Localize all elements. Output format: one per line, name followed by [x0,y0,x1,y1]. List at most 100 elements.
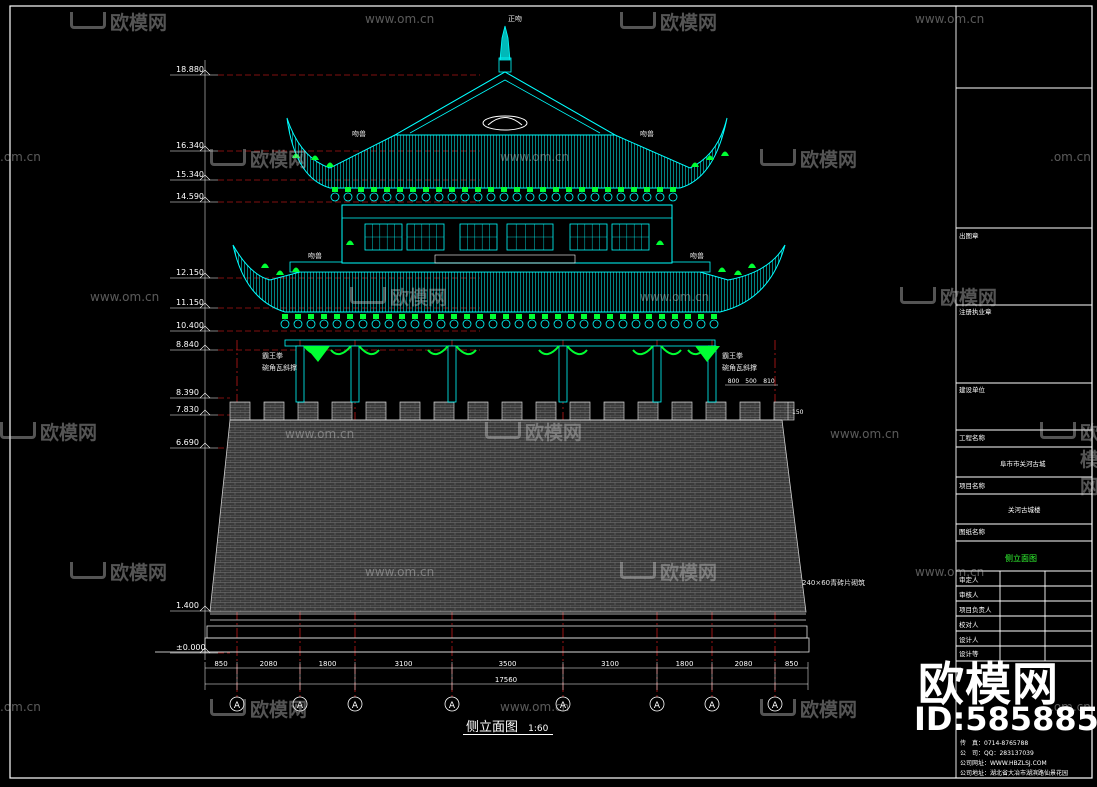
title-block [955,6,1092,778]
dougong [343,192,353,202]
column [558,345,568,403]
elevation-label: 8.390 [176,388,199,397]
bay-dimension: 3100 [395,660,413,668]
brand-watermark: 欧模网 [660,562,718,584]
merlon [399,401,421,421]
merlon [263,401,285,421]
dougong-block [412,314,418,319]
site-watermark: www.om.cn [500,700,570,714]
roof-beast [721,151,729,156]
bay-dimension: 2080 [735,660,753,668]
dougong-block [620,314,626,319]
dougong-block [529,314,535,319]
bracket [566,345,654,356]
bay-dimension: 1800 [319,660,337,668]
dougong [397,319,407,329]
dougong-block [464,314,470,319]
site-watermark: .om.cn [0,150,41,164]
dougong [462,319,472,329]
dougong-block [358,187,364,192]
dougong-block [503,314,509,319]
dougong [356,192,366,202]
merlon [603,401,625,421]
merlon [671,401,693,421]
roof-beast [261,263,269,268]
battlements [229,401,795,421]
dougong-block [384,187,390,192]
site-watermark: www.om.cn [365,12,435,26]
item-value: 关河古城楼 [1008,505,1041,514]
dougong [618,319,628,329]
dougong-block [579,187,585,192]
axis-bubble [767,696,783,712]
bay-dimension: 2080 [260,660,278,668]
axis-bubble [555,696,571,712]
roof-beast [734,270,742,275]
site-watermark: .om.cn [0,700,41,714]
dougong [644,319,654,329]
dougong [330,192,340,202]
dougong [605,319,615,329]
roof-beast [276,270,284,275]
project-label: 工程名称 [959,433,986,442]
axis-bubble [704,696,720,712]
merlon [331,401,353,421]
side-label: 碗角瓦斜撑 [262,364,297,372]
elevation-label: 6.690 [176,438,199,447]
dougong-block [633,314,639,319]
dougong-block [490,314,496,319]
brand-watermark: 欧模网 [660,12,718,34]
role-label: 项目负责人 [959,605,992,614]
sofa-icon [1040,422,1076,439]
dougong-block [308,314,314,319]
dougong [683,319,693,329]
dougong-block [345,187,351,192]
role-label: 校对人 [959,620,979,629]
dougong-block [462,187,468,192]
dougong-block [631,187,637,192]
dougong [616,192,626,202]
brand-watermark: 欧模网 [800,149,858,171]
bay-dimension: 850 [214,660,227,668]
dougong [551,192,561,202]
axis-bubble [292,696,308,712]
dougong [590,192,600,202]
dougong [447,192,457,202]
dougong-block [527,187,533,192]
dougong-block [605,187,611,192]
sofa-icon [760,699,796,716]
dougong-block [540,187,546,192]
dougong [579,319,589,329]
brand-watermark: 欧模网 [250,699,308,721]
side-label: 霸王拳 [722,352,743,360]
dougong-block [698,314,704,319]
brand-watermark: 欧模网 [1080,422,1097,498]
dougong-block [516,314,522,319]
dougong-block [282,314,288,319]
dougong-block [360,314,366,319]
roof-beasts [261,151,756,275]
dougong [395,192,405,202]
sofa-icon [210,149,246,166]
dougong-block [397,187,403,192]
dougong [306,319,316,329]
dougong-block [488,187,494,192]
project-value: 阜市市关河古城 [1000,459,1046,468]
drawing-scale: 1:60 [528,724,549,734]
merlon [297,401,319,421]
dougong [460,192,470,202]
top-dimension: 500 [745,378,757,385]
dougong-block [568,314,574,319]
sofa-icon [485,422,521,439]
side-label: 吻兽 [690,252,704,260]
merlon [229,401,251,421]
sheet-border [9,5,1093,779]
dougong-block [670,187,676,192]
dougong-block [332,187,338,192]
brand-watermark: 欧模网 [390,287,448,309]
column [350,345,360,403]
dougong-block [501,187,507,192]
elevation-label: 16.340 [176,141,204,150]
dougong [527,319,537,329]
bay-dimension: 850 [785,660,798,668]
